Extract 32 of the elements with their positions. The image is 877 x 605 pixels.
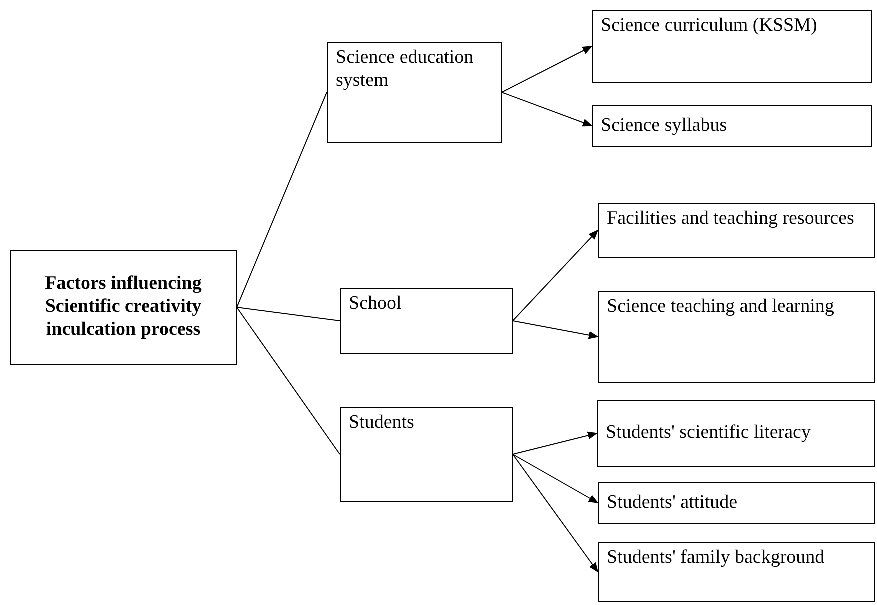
- box-label: Science teaching and learning: [607, 296, 834, 317]
- box-label: Students' family background: [607, 547, 825, 568]
- arrow: [512, 320, 599, 340]
- arrow: [512, 454, 599, 504]
- arrow: [502, 92, 593, 127]
- text-box: [598, 482, 875, 524]
- text-box: [598, 203, 875, 258]
- connector-line: [236, 307, 340, 455]
- text-box: [592, 105, 872, 147]
- text-box: [340, 407, 513, 502]
- text-box: [598, 291, 875, 383]
- connector-line: [236, 307, 340, 322]
- box-label: School: [349, 293, 402, 314]
- box-label: Science curriculum (KSSM): [601, 15, 818, 36]
- text-box: [598, 542, 875, 602]
- box-label: Students: [349, 412, 414, 433]
- text-box: [340, 288, 513, 354]
- arrow: [502, 46, 593, 93]
- text-box: [327, 42, 502, 143]
- box-label: Students' scientific literacy: [606, 422, 811, 445]
- box-label: Science syllabus: [601, 114, 728, 138]
- box-label: Factors influencing Scientific creativity inculcation process: [44, 273, 203, 342]
- box-label: Science education system: [336, 47, 474, 91]
- box-label: Students' attitude: [607, 492, 738, 514]
- text-box: [592, 10, 872, 83]
- arrow: [512, 230, 599, 322]
- text-box: [597, 400, 875, 467]
- arrow: [512, 454, 599, 573]
- connector-line: [236, 92, 328, 308]
- text-box: [10, 250, 237, 365]
- box-label: Facilities and teaching resources: [607, 208, 854, 229]
- arrow: [512, 432, 598, 455]
